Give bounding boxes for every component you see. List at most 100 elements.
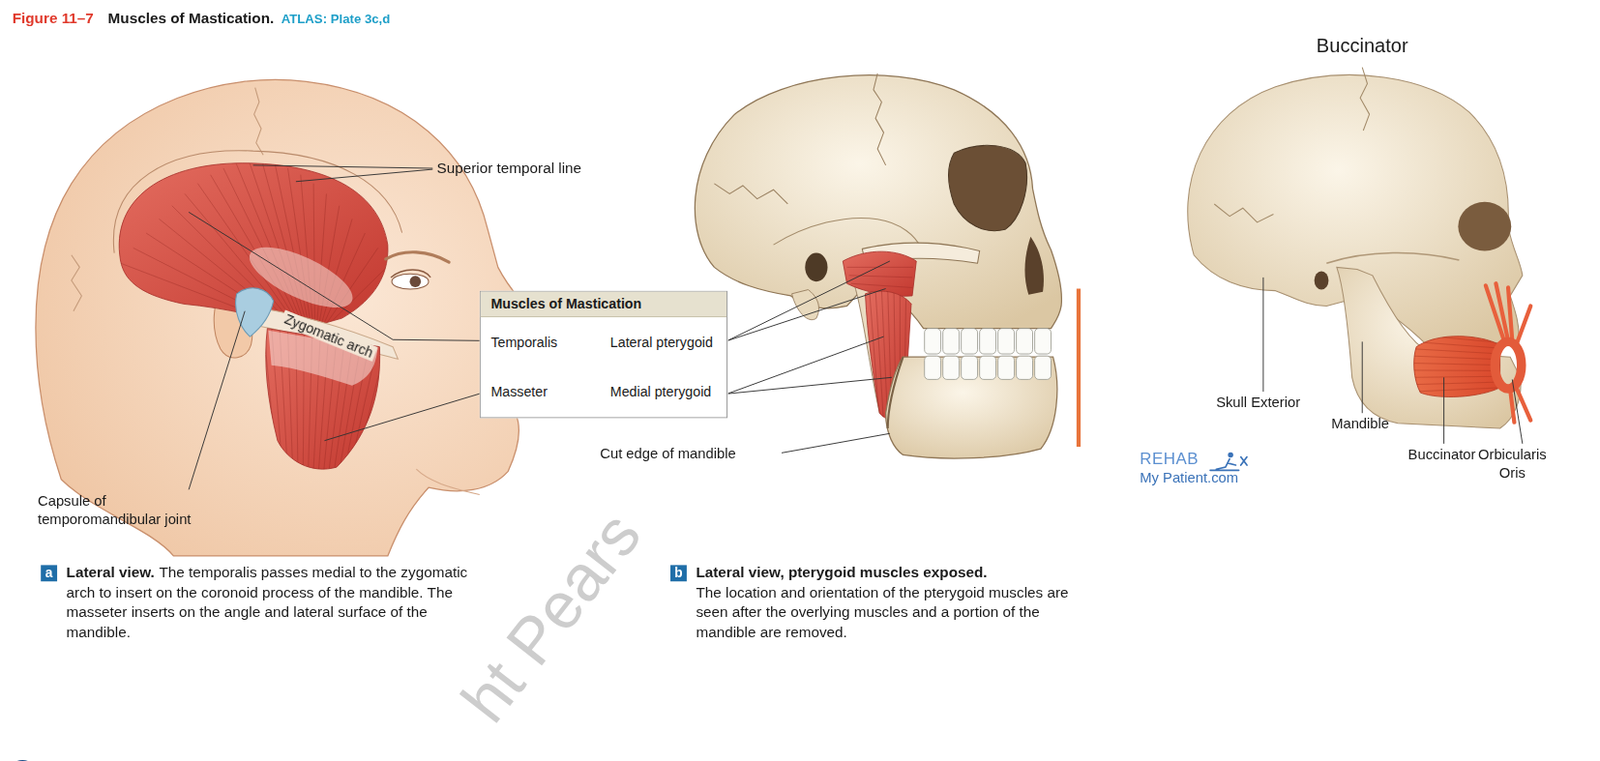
skull-pterygoid-illustration xyxy=(924,328,942,355)
leader-line xyxy=(781,433,890,453)
skull-buccinator-illustration xyxy=(1412,382,1503,386)
skull-pterygoid-illustration xyxy=(943,328,960,355)
head-illustration xyxy=(35,79,553,556)
skull-pterygoid-illustration xyxy=(869,290,881,424)
skull-pterygoid-illustration xyxy=(998,355,1015,380)
atlas-reference: ATLAS: Plate 3c,d xyxy=(281,12,391,29)
skull-pterygoid-illustration xyxy=(998,328,1015,355)
skull-pterygoid-illustration xyxy=(924,355,942,380)
skull-pterygoid-illustration xyxy=(961,355,978,380)
skull-pterygoid-illustration xyxy=(1035,355,1052,380)
head-illustration xyxy=(236,288,274,337)
skull-buccinator-illustration xyxy=(1326,252,1459,264)
leader-line xyxy=(188,165,1523,490)
logo-text: REHAB xyxy=(1139,448,1239,470)
skull-pterygoid-illustration xyxy=(979,328,997,355)
caption-text: The location and orientation of the pter… xyxy=(695,584,1068,641)
part-label: Mandible xyxy=(1331,414,1390,432)
skull-buccinator-illustration xyxy=(1412,349,1503,355)
skull-buccinator-illustration xyxy=(1314,271,1330,291)
part-label: Superior temporal line xyxy=(436,159,582,178)
skull-pterygoid-illustration xyxy=(842,251,917,297)
head-illustration xyxy=(71,255,83,312)
panel-title: Buccinator xyxy=(1316,34,1409,57)
skull-buccinator-illustration xyxy=(1214,204,1274,223)
skull-buccinator-illustration xyxy=(1457,202,1512,252)
watermark: ht Pears xyxy=(450,501,652,734)
head-illustration xyxy=(391,273,429,290)
table-cell: Masseter xyxy=(480,367,600,418)
logo-icon xyxy=(1227,452,1233,458)
leader-line xyxy=(727,289,887,342)
figure-heading: Figure 11–7Muscles of Mastication.ATLAS:… xyxy=(12,8,391,29)
part-label: Cut edge of mandible xyxy=(599,444,736,463)
skull-pterygoid-illustration xyxy=(1035,328,1052,355)
head-illustration xyxy=(300,175,314,327)
skull-pterygoid-illustration xyxy=(873,73,887,166)
head-illustration xyxy=(35,79,553,556)
logo-icon xyxy=(1210,459,1240,472)
head-illustration xyxy=(254,88,264,156)
skull-pterygoid-illustration xyxy=(948,145,1028,231)
leader-line xyxy=(1511,379,1523,444)
head-illustration xyxy=(274,163,309,326)
skull-pterygoid-illustration xyxy=(924,328,1052,381)
leader-line xyxy=(1262,277,1264,392)
table-cell: Medial pterygoid xyxy=(599,367,727,418)
leader-line xyxy=(1362,341,1363,414)
leader-line xyxy=(1443,377,1445,445)
muscle-name: Temporalis xyxy=(490,334,558,351)
head-illustration xyxy=(385,252,449,263)
part-label: Skull Exterior xyxy=(1215,393,1301,411)
part-label: Superior temporal line xyxy=(436,160,582,178)
skull-buccinator-illustration xyxy=(1336,266,1521,429)
skull-buccinator-illustration xyxy=(1412,376,1503,378)
skull-buccinator-illustration xyxy=(1412,369,1503,372)
leader-line xyxy=(727,261,890,341)
figure-title: Muscles of Mastication. xyxy=(108,8,275,28)
logo-icon xyxy=(1241,457,1247,466)
logo: REHABMy Patient.com xyxy=(1139,448,1239,488)
part-label: Orbicularis Oris xyxy=(1478,445,1547,480)
head-illustration xyxy=(410,275,422,288)
caption: aLateral view.The temporalis passes medi… xyxy=(40,562,482,643)
muscle-name: Lateral pterygoid xyxy=(610,334,713,351)
part-label: Mandible xyxy=(1331,414,1390,433)
skull-buccinator-illustration xyxy=(1412,355,1503,360)
table-cell: Lateral pterygoid xyxy=(599,317,727,368)
leader-line xyxy=(727,336,884,394)
skull-buccinator-illustration xyxy=(1412,334,1503,343)
table-cell: Temporalis xyxy=(480,317,600,368)
skull-buccinator-illustration xyxy=(1412,334,1503,392)
skull-pterygoid-illustration xyxy=(979,355,997,380)
skull-pterygoid-illustration xyxy=(694,73,1062,459)
head-illustration xyxy=(415,469,479,495)
part-label: Cut edge of mandible xyxy=(599,444,736,462)
muscle-name: Masseter xyxy=(490,385,548,401)
part-label: Capsule of temporomandibular joint xyxy=(37,492,191,528)
table-heading: Muscles of Mastication xyxy=(490,296,642,312)
skull-pterygoid-illustration xyxy=(961,328,978,355)
skull-buccinator-illustration xyxy=(1412,387,1503,392)
skull-pterygoid-illustration xyxy=(1024,237,1044,296)
table-body: Temporalis Lateral pterygoidMasseter Media… xyxy=(480,317,727,417)
skull-buccinator-illustration xyxy=(1412,341,1503,349)
panel-letter: b xyxy=(670,564,687,582)
skull-pterygoid-illustration xyxy=(943,355,960,380)
leader-line xyxy=(188,211,480,341)
leader-line xyxy=(253,165,434,169)
table-header: Muscles of Mastication xyxy=(480,292,727,318)
caption-heading: Lateral view, pterygoid muscles exposed. xyxy=(695,562,1070,584)
panel-letter: a xyxy=(40,564,58,582)
leader-line xyxy=(727,377,892,394)
leader-line xyxy=(324,393,479,442)
head-illustration xyxy=(390,269,431,278)
head-illustration xyxy=(288,168,312,327)
skull-buccinator-illustration xyxy=(1494,341,1521,389)
muscle-name: Medial pterygoid xyxy=(610,385,712,401)
part-label: Orbicularis Oris xyxy=(1468,445,1557,482)
caption: b Lateral view, pterygoid muscles exposed… xyxy=(670,562,1071,643)
leader-line xyxy=(296,169,433,182)
skull-pterygoid-illustration xyxy=(1016,355,1034,380)
panel-title: Buccinator xyxy=(1316,33,1409,59)
